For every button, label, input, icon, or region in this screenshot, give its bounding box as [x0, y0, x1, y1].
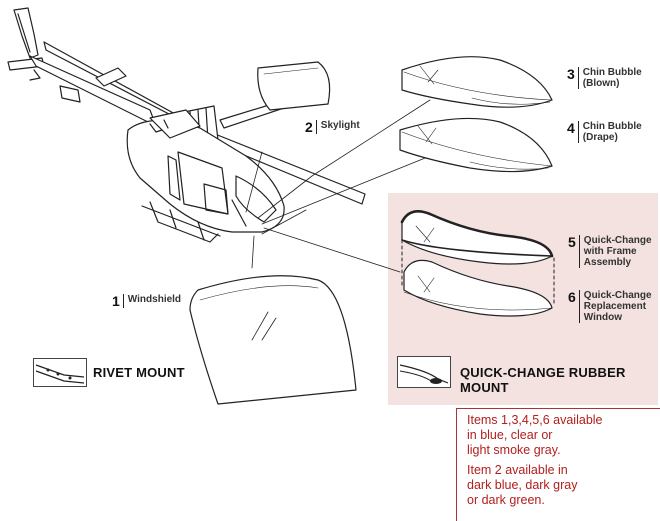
callout-divider: [579, 235, 580, 268]
callout-windshield: 1 Windshield: [112, 294, 181, 308]
callout-number: 3: [567, 67, 575, 81]
helicopter-drawing: [8, 8, 440, 272]
availability-note-items: Items 1,3,4,5,6 available in blue, clear…: [467, 413, 660, 458]
availability-notes: Items 1,3,4,5,6 available in blue, clear…: [456, 408, 660, 521]
rivet-mount-thumbnail: [33, 358, 87, 387]
callout-divider: [578, 121, 579, 143]
availability-note-skylight: Item 2 available in dark blue, dark gray…: [467, 463, 660, 508]
chin-bubble-drape-drawing: [400, 118, 552, 171]
callout-label: Chin Bubble (Blown): [583, 67, 642, 89]
quick-change-mount-label: QUICK-CHANGE RUBBER MOUNT: [460, 365, 660, 395]
quick-change-mount-thumbnail: [397, 356, 451, 388]
skylight-drawing: [258, 62, 330, 110]
callout-quick-change-window: 6 Quick-Change Replacement Window: [568, 290, 652, 323]
rivet-mount-label: RIVET MOUNT: [93, 365, 185, 380]
callout-label: Windshield: [128, 294, 181, 305]
callout-label: Chin Bubble (Drape): [583, 121, 642, 143]
callout-divider: [579, 290, 580, 323]
callout-chin-bubble-drape: 4 Chin Bubble (Drape): [567, 121, 642, 143]
callout-skylight: 2 Skylight: [305, 120, 360, 134]
callout-divider: [316, 120, 317, 134]
callout-label: Quick-Change with Frame Assembly: [584, 235, 652, 268]
callout-label: Skylight: [321, 120, 360, 131]
callout-label: Quick-Change Replacement Window: [584, 290, 652, 323]
callout-divider: [578, 67, 579, 89]
callout-number: 1: [112, 294, 120, 308]
quick-change-frame-drawing: [402, 211, 552, 264]
callout-number: 5: [568, 235, 576, 249]
rubber-mount-icon: [398, 357, 450, 387]
rivet-mount-icon: [34, 359, 86, 386]
callout-divider: [123, 294, 124, 308]
quick-change-window-drawing: [404, 260, 552, 316]
callout-quick-change-frame: 5 Quick-Change with Frame Assembly: [568, 235, 652, 268]
callout-chin-bubble-blown: 3 Chin Bubble (Blown): [567, 67, 642, 89]
chin-bubble-blown-drawing: [402, 57, 552, 108]
callout-number: 4: [567, 121, 575, 135]
callout-number: 2: [305, 120, 313, 134]
windshield-drawing: [190, 276, 356, 404]
callout-number: 6: [568, 290, 576, 304]
